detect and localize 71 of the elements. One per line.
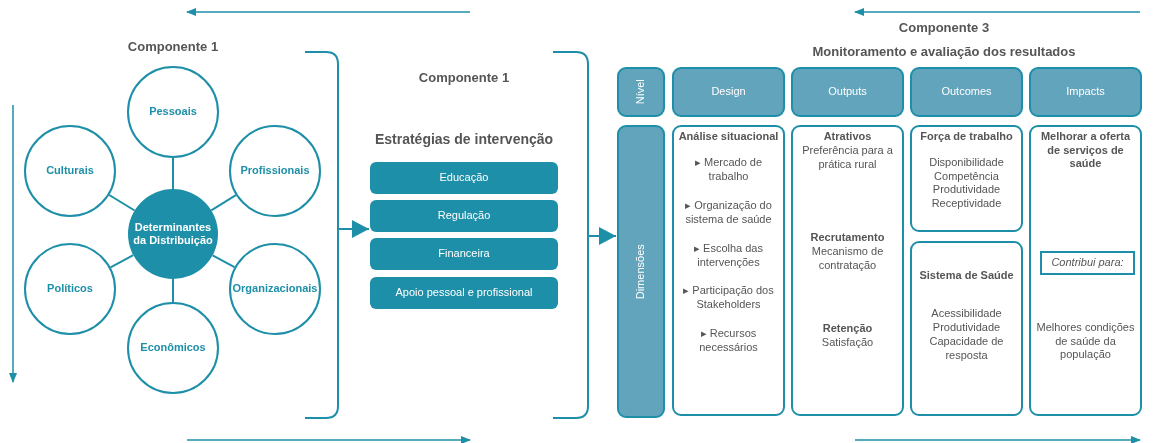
card-heading: Força de trabalho [919,130,1014,144]
connector-line [108,194,136,212]
card-text: ▸ Escolha das intervenções [693,242,764,269]
pointer-arrow [588,227,617,245]
bracket-shape [553,51,589,419]
card-text: Satisfação [820,336,875,350]
level-header [1029,67,1142,117]
card-text: ▸ Participação dos Stakeholders [682,284,775,311]
node-label: Econômicos [139,341,207,355]
node-label: Pessoais [148,105,198,119]
card-text: ▸ Organização do sistema de saúde [684,199,773,226]
card-heading: Atrativos [822,130,873,144]
dimension-card [791,125,904,416]
card-text: Preferência para a prática rural [801,144,894,171]
node-label: Regulação [436,209,492,223]
node-label: Dimensões [634,243,648,300]
level-header [672,67,785,117]
node-label: Design [710,85,747,99]
section-heading: Componente 1 [127,39,219,54]
card-text: Produtividade [931,183,1002,197]
connector-line [210,194,237,212]
connector-line [211,254,236,269]
node-label: Educação [438,171,490,185]
section-heading: Monitoramento e avaliação dos resultados [812,44,1076,59]
card-text: Acessibilidade [930,307,1003,321]
card-text: Melhores condições de saúde da população [1035,321,1136,362]
pointer-arrow [338,220,370,238]
node-label: Culturais [45,164,95,178]
row-header [617,125,665,418]
card-text: ▸ Recursos necessários [698,327,759,354]
card-text: Disponibilidade [928,156,1005,170]
node-label: Contribui para: [1050,256,1125,270]
node-label: Profissionais [239,164,311,178]
strategy-box [370,238,558,270]
strategy-box [370,277,558,309]
node-label: Determinantes da Distribuição [132,220,214,248]
card-heading: Recrutamento [809,231,886,245]
card-text: Receptividade [930,197,1003,211]
node-label: Organizacionais [231,282,319,296]
connector-line [109,254,135,269]
dimension-card [910,241,1023,416]
card-text: ▸ Mercado de trabalho [693,156,764,183]
level-header [910,67,1023,117]
node-label: Impacts [1065,85,1106,99]
note-box [1040,251,1135,275]
section-subheading: Estratégias de intervenção [374,131,554,147]
node-label: Políticos [46,282,94,296]
node-label: Apoio pessoal e profissional [394,286,534,300]
card-heading: Sistema de Saúde [918,269,1015,283]
level-header [791,67,904,117]
section-heading: Componente 3 [898,20,990,35]
dimension-card [672,125,785,416]
connector-line [172,157,174,190]
dimension-card [1029,125,1142,416]
strategy-box [370,200,558,232]
connector-line [172,278,174,303]
section-heading: Componente 1 [418,70,510,85]
card-heading: Retenção [821,322,874,336]
dimension-card [910,125,1023,232]
card-heading: Análise situacional [677,130,780,144]
strategy-box [370,162,558,194]
node-label: Nível [634,78,648,106]
card-text: Competência [933,170,1000,184]
node-label: Outputs [827,85,868,99]
node-label: Financeira [437,247,491,261]
card-text: Capacidade de resposta [928,335,1005,362]
card-text: Mecanismo de contratação [810,245,885,272]
node-label: Outcomes [940,85,993,99]
row-header [617,67,665,117]
card-heading: Melhorar a oferta de serviços de saúde [1039,130,1132,171]
card-text: Produtividade [931,321,1002,335]
